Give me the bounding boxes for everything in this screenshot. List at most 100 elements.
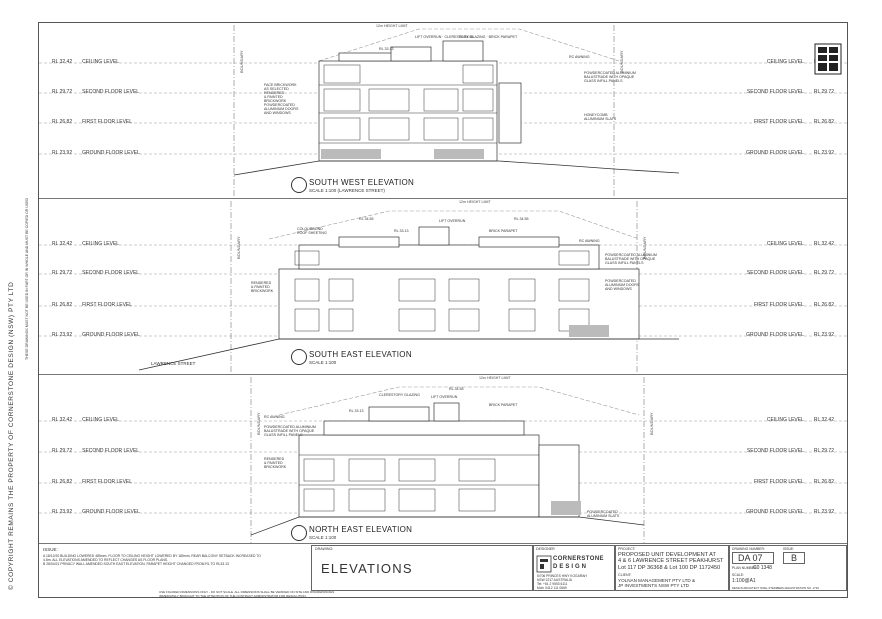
issue-notes: A 18/12/20 BUILDING LOWERED 485mm. FLOOR… [43,554,261,566]
south-east-elevation-drawing [39,201,849,374]
company-name-2: DESIGN [553,564,589,570]
rc-awning-note: RC AWNING [579,239,600,243]
elevation-marker [291,177,307,193]
elevation-marker [291,349,307,365]
design-architect-note: DESIGN ARCHITECT NOEL STEINBERG REGISTRA… [732,586,819,590]
north-east-elevation-drawing [39,377,849,543]
elevation-marker [291,525,307,541]
height-limit-label: 12m HEIGHT LIMIT [376,24,408,28]
south-east-elevation-band: 12m HEIGHT LIMIT BOUNDARY BOUNDARY RL 32… [39,199,849,374]
clerestory-note: CLERESTORY GLAZING [379,393,420,397]
company-logo-icon [536,555,552,573]
issue-letter: B [791,553,798,563]
issue-letter-label: ISSUE: [783,547,795,551]
brick-parapet-note: BRICK PARAPET [489,403,518,407]
drawing-number-box [729,545,847,591]
drawing-number-frame [732,552,774,564]
south-west-elevation-band: 12m HEIGHT LIMIT BOUNDARY BOUNDARY RL 32… [39,23,849,198]
rl-annotation-3: RL 33.13 [394,229,409,233]
drawing-label: DRAWING: [315,547,334,551]
south-west-elevation-drawing [39,25,849,198]
elevation-title: SOUTH WEST ELEVATION [309,178,415,187]
boundary-label-right: BOUNDARY [649,412,654,435]
elevation-scale: SCALE 1:100 [309,360,337,365]
plan-number-label: PLAN NUMBER: [732,566,758,570]
scale-value: 1:100@A1 [732,578,756,584]
height-limit-label: 12m HEIGHT LIMIT [459,200,491,204]
rl-annotation-2: RL 34.55 [514,217,529,221]
separator-1 [39,198,847,199]
project-description: PROPOSED UNIT DEVELOPMENT AT 4 & 6 LAWRE… [618,552,724,571]
roof-notes: LIFT OVERRUN · CLERESTORY GLAZING · BRIC… [415,35,518,39]
drawing-number: DA 07 [738,553,763,563]
issue-letter-frame [783,552,805,564]
scale-label: SCALE: [732,573,745,577]
lift-overrun-note: LIFT OVERRUN [431,395,458,399]
designer-box [533,545,615,591]
designer-label: DESIGNER [536,547,555,551]
drawing-title-box [311,545,533,591]
rl-annotation-1: RL 34.55 [359,217,374,221]
drawing-title: ELEVATIONS [321,561,413,576]
elevation-scale: SCALE 1:100 (LAWRENCE STREET) [309,188,385,193]
height-limit-label: 12m HEIGHT LIMIT [479,376,511,380]
issue-label: ISSUE: [43,547,58,552]
lift-overrun-note: LIFT OVERRUN [439,219,466,223]
plan-number: C0 1348 [753,565,772,571]
boundary-label-left: BOUNDARY [239,50,244,73]
brick-parapet-note: BRICK PARAPET [489,229,518,233]
client-label: CLIENT: [618,573,632,577]
boundary-label-left: BOUNDARY [236,236,241,259]
rl-annotation-1: RL 33.13 [349,409,364,413]
rc-awning-note: RC AWNING [569,55,590,59]
separator-3 [39,543,847,544]
boundary-label-right: BOUNDARY [619,50,624,73]
key-plan-icon [814,43,842,75]
usage-note: THESE DRAWINGS MUST NOT BE USED IN PART … [25,197,29,360]
client-names: YOLNAN MANAGEMENT PTY LTD & JP INVESTMEN… [618,578,696,589]
drawing-sheet: 12m HEIGHT LIMIT BOUNDARY BOUNDARY RL 32… [38,22,849,598]
rl-annotation-2: RL 34.55 [449,387,464,391]
rl-annotation-2: RL 34.55 [459,35,474,39]
street-label: LAWRENCE STREET [151,361,196,366]
elevation-title: SOUTH EAST ELEVATION [309,350,412,359]
company-name: CORNERSTONE [553,556,604,562]
separator-2 [39,374,847,375]
north-east-elevation-band: 12m HEIGHT LIMIT BOUNDARY BOUNDARY RL 32… [39,375,849,543]
boundary-label-left: BOUNDARY [256,412,261,435]
elevation-scale: SCALE 1:100 [309,535,337,540]
project-box [615,545,729,591]
drawing-number-label: DRAWING NUMBER: [732,547,765,551]
dimension-disclaimer: USE FIGURED DIMENSIONS ONLY - DO NOT SCA… [159,590,335,598]
